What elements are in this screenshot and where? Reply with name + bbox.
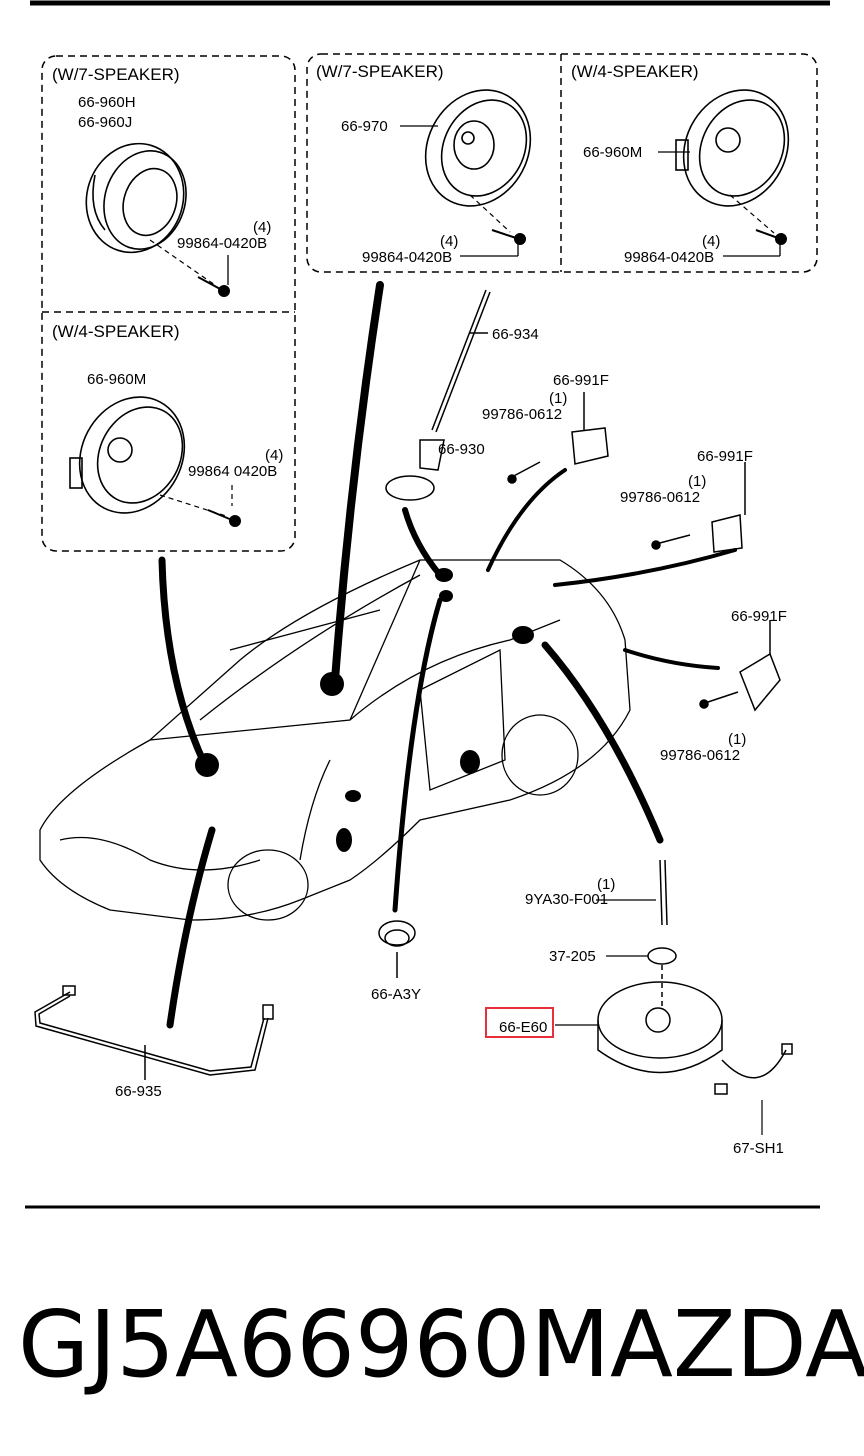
antenna-icon: [385, 289, 491, 501]
screw-99864-label: 99864-0420B: [177, 235, 267, 252]
mount-spots: [195, 568, 534, 852]
leader-lines: [149, 194, 775, 517]
part-number: GJ5A66960: [18, 1291, 531, 1398]
grommet-icon: [378, 920, 416, 978]
qty-label: (4): [440, 233, 458, 250]
part-67-SH1-label: 67-SH1: [733, 1140, 784, 1157]
brand-name: MAZDA: [530, 1291, 864, 1398]
screw-99786-label: 99786-0612: [482, 406, 562, 423]
screw-icon: [197, 229, 787, 527]
qty-label: (1): [688, 473, 706, 490]
footer-caption: GJ5A66960 MAZDA: [18, 1290, 864, 1400]
highlight-box: [485, 1007, 554, 1038]
leader-lines-solid: [227, 125, 781, 285]
qty-label: (1): [597, 876, 615, 893]
screw-99864-label: 99864 0420B: [188, 463, 277, 480]
parts-diagram: (W/7-SPEAKER) (W/4-SPEAKER) (W/7-SPEAKER…: [25, 0, 830, 1209]
subwoofer-icon: [597, 859, 793, 1095]
screw-99864-label: 99864-0420B: [362, 249, 452, 266]
part-66-960J-label: 66-960J: [78, 114, 132, 131]
part-66-991F-label: 66-991F: [731, 608, 787, 625]
callout-lines: [158, 281, 737, 1029]
speaker-66-960M-left: [69, 396, 186, 514]
screw-99786-label: 99786-0612: [660, 747, 740, 764]
part-9YA30-label: 9YA30-F001: [525, 891, 608, 908]
qty-label: (4): [253, 219, 271, 236]
left-speaker-box: [41, 55, 296, 552]
part-66-960M-label: 66-960M: [583, 144, 642, 161]
car-outline: [39, 559, 631, 921]
part-66-960H-label: 66-960H: [78, 94, 136, 111]
screw-99786-label: 99786-0612: [620, 489, 700, 506]
qty-label: (1): [728, 731, 746, 748]
speaker-66-960M-right: [675, 89, 790, 207]
qty-label: (1): [549, 390, 567, 407]
left-top-header: (W/7-SPEAKER): [52, 65, 180, 84]
part-66-930-label: 66-930: [438, 441, 485, 458]
qty-label: (4): [702, 233, 720, 250]
part-66-991F-label: 66-991F: [553, 372, 609, 389]
part-66-935-label: 66-935: [115, 1083, 162, 1100]
right-speaker-box: [306, 53, 818, 273]
speaker-66-970: [424, 89, 532, 207]
part-37-205-label: 37-205: [549, 948, 596, 965]
right-header: (W/4-SPEAKER): [571, 62, 699, 81]
cable-66-935: [34, 985, 274, 1080]
part-66-970-label: 66-970: [341, 118, 388, 135]
speaker-66-960H: [85, 142, 187, 254]
part-66-991F-label: 66-991F: [697, 448, 753, 465]
part-66-A3Y-label: 66-A3Y: [371, 986, 421, 1003]
part-66-934-label: 66-934: [492, 326, 539, 343]
part-66-E60-label: 66-E60: [499, 1019, 547, 1036]
mid-header: (W/7-SPEAKER): [316, 62, 444, 81]
left-bottom-header: (W/4-SPEAKER): [52, 322, 180, 341]
part-66-960M-label: 66-960M: [87, 371, 146, 388]
bracket-icon: [507, 392, 781, 712]
screw-99864-label: 99864-0420B: [624, 249, 714, 266]
qty-label: (4): [265, 447, 283, 464]
